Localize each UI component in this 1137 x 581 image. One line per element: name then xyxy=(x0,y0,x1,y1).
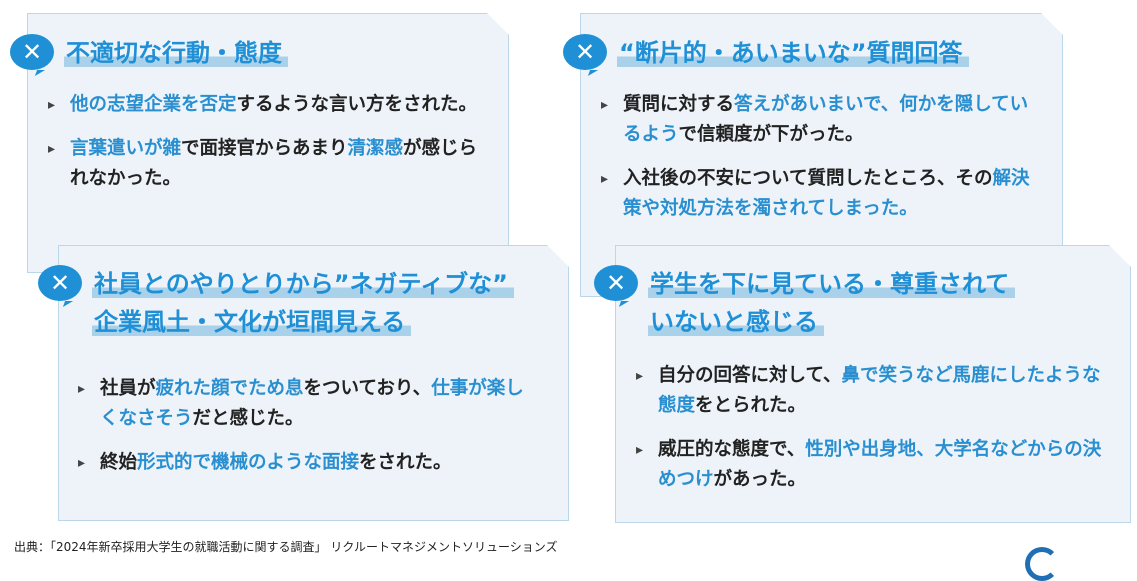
text: だと感じた。 xyxy=(192,408,304,429)
card-heading: ✕ 不適切な行動・態度 xyxy=(10,34,288,72)
bullet-list: 他の志望企業を否定するような言い方をされた。言葉遣いが雑で面接官からあまり清潔感… xyxy=(48,90,478,208)
text: をされた。 xyxy=(359,452,452,473)
bullet-list: 社員が疲れた顔でため息をついており、仕事が楽しくなさそうだと感じた。終始形式的で… xyxy=(78,374,538,492)
text: で面接官からあまり xyxy=(181,138,348,159)
text: をとられた。 xyxy=(695,395,807,416)
text: 社員が xyxy=(100,378,156,399)
highlighted-text: 他の志望企業を否定 xyxy=(70,94,237,115)
close-x-bubble-icon: ✕ xyxy=(594,265,638,301)
text: があった。 xyxy=(713,469,807,490)
highlighted-text: 性別や出身地、大学名などからの決めつけ xyxy=(658,439,1102,490)
bullet-item: 入社後の不安について質問したところ、その解決策や対処方法を濁されてしまった。 xyxy=(601,164,1031,224)
bullet-list: 質問に対する答えがあいまいで、何かを隠しているようで信頼度が下がった。入社後の不… xyxy=(601,90,1031,238)
card-title: 学生を下に見ている・尊重されていないと感じる xyxy=(648,265,1016,341)
text: 威圧的な態度で、 xyxy=(658,439,806,460)
bullet-list: 自分の回答に対して、鼻で笑うなど馬鹿にしたような態度をとられた。威圧的な態度で、… xyxy=(636,361,1106,509)
text: が感じられなかった。 xyxy=(70,138,478,189)
company-logo xyxy=(1025,547,1059,581)
card-title-line: いないと感じる xyxy=(648,308,824,336)
highlighted-text: 清潔感 xyxy=(347,138,404,159)
bullet-item: 言葉遣いが雑で面接官からあまり清潔感が感じられなかった。 xyxy=(48,134,478,194)
bullet-item: 社員が疲れた顔でため息をついており、仕事が楽しくなさそうだと感じた。 xyxy=(78,374,538,434)
text: 終始 xyxy=(100,452,138,473)
highlighted-text: 解決策や対処方法を濁されてしまった。 xyxy=(623,168,1030,219)
bullet-item: 威圧的な態度で、性別や出身地、大学名などからの決めつけがあった。 xyxy=(636,435,1106,495)
highlighted-text: 鼻で笑うなど馬鹿にしたような態度 xyxy=(658,365,1101,416)
highlighted-text: 言葉遣いが雑 xyxy=(70,138,182,159)
close-x-bubble-icon: ✕ xyxy=(563,34,607,70)
close-x-bubble-icon: ✕ xyxy=(10,34,54,70)
bullet-item: 他の志望企業を否定するような言い方をされた。 xyxy=(48,90,478,120)
close-x-bubble-icon: ✕ xyxy=(38,265,82,301)
highlighted-text: 答えがあいまいで、何かを隠しているよう xyxy=(623,94,1029,145)
card-heading: ✕ 社員とのやりとりから”ネガティブな” 企業風土・文化が垣間見える xyxy=(38,265,514,341)
highlighted-text: 仕事が楽しくなさそう xyxy=(100,378,524,429)
card-title: 社員とのやりとりから”ネガティブな” 企業風土・文化が垣間見える xyxy=(92,265,514,341)
bullet-item: 自分の回答に対して、鼻で笑うなど馬鹿にしたような態度をとられた。 xyxy=(636,361,1106,421)
highlighted-text: 疲れた顔でため息 xyxy=(155,378,304,399)
text: するような言い方をされた。 xyxy=(236,94,478,115)
card-heading: ✕ “断片的・あいまいな”質問回答 xyxy=(563,34,969,72)
text: で信頼度が下がった。 xyxy=(678,124,864,145)
card-title-line: “断片的・あいまいな”質問回答 xyxy=(617,39,969,67)
text: 入社後の不安について質問したところ、その xyxy=(623,168,993,189)
card-title: 不適切な行動・態度 xyxy=(64,34,288,72)
card-title: “断片的・あいまいな”質問回答 xyxy=(617,34,969,72)
text: 自分の回答に対して、 xyxy=(658,365,842,386)
text: をついており、 xyxy=(303,378,432,399)
bullet-item: 終始形式的で機械のような面接をされた。 xyxy=(78,448,538,478)
card-heading: ✕ 学生を下に見ている・尊重されていないと感じる xyxy=(594,265,1016,341)
card-title-line: 企業風土・文化が垣間見える xyxy=(92,308,412,336)
card-title-line: 不適切な行動・態度 xyxy=(64,39,288,67)
source-citation: 出典：「2024年新卒採用大学生の就職活動に関する調査」 リクルートマネジメント… xyxy=(14,540,558,554)
card-title-line: 社員とのやりとりから”ネガティブな” xyxy=(92,270,514,298)
bullet-item: 質問に対する答えがあいまいで、何かを隠しているようで信頼度が下がった。 xyxy=(601,90,1031,150)
highlighted-text: 形式的で機械のような面接 xyxy=(137,452,360,473)
card-title-line: 学生を下に見ている・尊重されて xyxy=(648,270,1016,298)
text: 質問に対する xyxy=(623,94,735,115)
